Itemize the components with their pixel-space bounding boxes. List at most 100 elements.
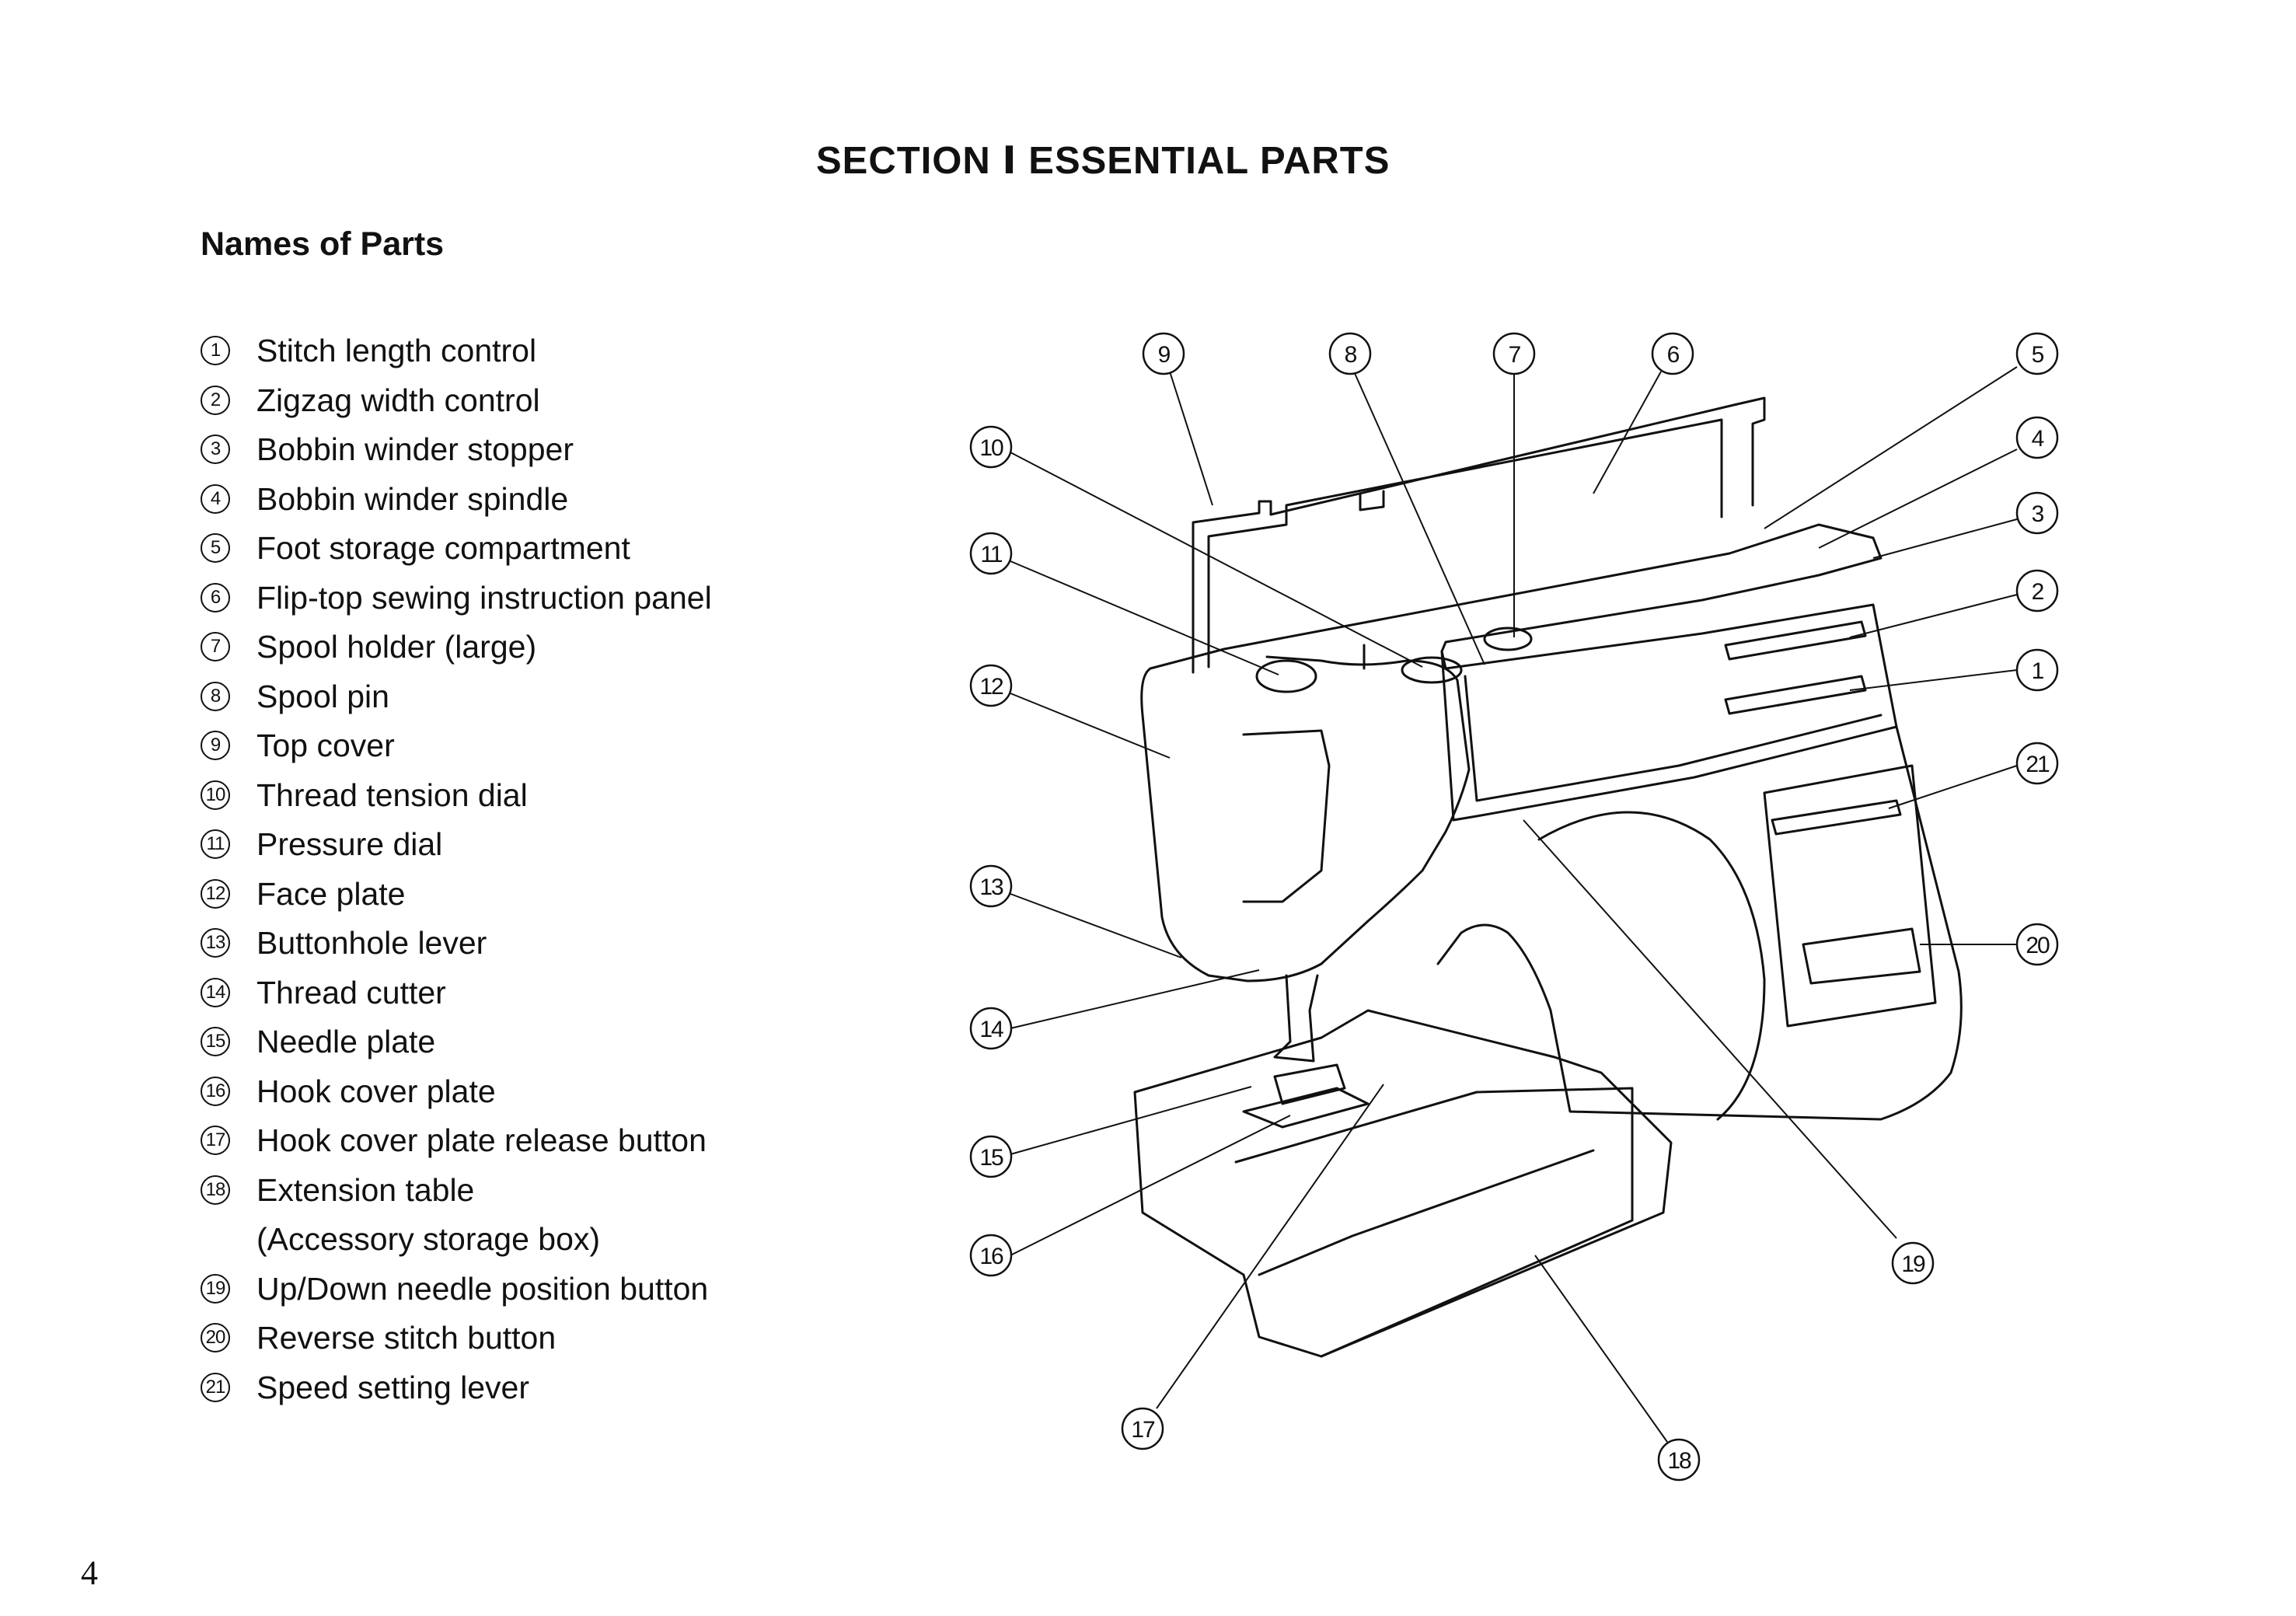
part-item-19: 19 Up/Down needle position button bbox=[201, 1265, 807, 1314]
svg-text:1: 1 bbox=[2032, 658, 2044, 684]
leader-line-15 bbox=[1010, 1086, 1252, 1155]
leader-line-4 bbox=[1818, 449, 2018, 549]
leader-line-6 bbox=[1593, 371, 1662, 494]
svg-text:12: 12 bbox=[979, 674, 1003, 700]
svg-text:3: 3 bbox=[2032, 501, 2044, 527]
part-name: Face plate bbox=[256, 875, 406, 912]
side-controls-panel bbox=[1763, 764, 1937, 1028]
part-number-badge: 14 bbox=[201, 977, 230, 1007]
machine-bed bbox=[1133, 1009, 1673, 1358]
part-item-17: 17 Hook cover plate release button bbox=[201, 1116, 807, 1166]
part-name: Extension table bbox=[256, 1171, 475, 1208]
pressure-dial bbox=[1255, 659, 1317, 693]
slider-1 bbox=[1724, 675, 1867, 715]
page-number: 4 bbox=[81, 1554, 98, 1592]
lid-tab bbox=[1359, 490, 1385, 511]
svg-text:9: 9 bbox=[1158, 342, 1171, 368]
part-name: Top cover bbox=[256, 728, 395, 763]
leader-line-13 bbox=[1010, 893, 1182, 958]
slider-3 bbox=[1771, 799, 1902, 836]
svg-text:8: 8 bbox=[1345, 342, 1357, 368]
hook-cover-plate-shape bbox=[1273, 1063, 1346, 1105]
svg-text:17: 17 bbox=[1131, 1417, 1155, 1443]
part-name: Bobbin winder stopper bbox=[256, 431, 574, 467]
part-number-badge: 3 bbox=[201, 435, 230, 464]
leader-line-1 bbox=[1849, 669, 2018, 691]
part-item-18-note: (Accessory storage box) bbox=[201, 1215, 807, 1265]
callout-15: 15 bbox=[969, 1135, 1013, 1178]
svg-text:14: 14 bbox=[979, 1017, 1003, 1042]
extension-table bbox=[1234, 1087, 1634, 1358]
part-number-badge: 19 bbox=[201, 1273, 230, 1304]
part-number-badge: 7 bbox=[201, 632, 230, 661]
svg-text:6: 6 bbox=[1667, 342, 1680, 368]
part-name: Foot storage compartment bbox=[256, 530, 630, 566]
part-number-badge: 9 bbox=[201, 731, 230, 760]
svg-text:2: 2 bbox=[2032, 579, 2044, 605]
leader-line-2 bbox=[1849, 594, 2018, 638]
svg-text:20: 20 bbox=[2026, 933, 2050, 958]
slider-2 bbox=[1724, 620, 1867, 661]
part-item-7: 7 Spool holder (large) bbox=[201, 623, 807, 672]
part-name: Spool holder (large) bbox=[256, 629, 537, 665]
leader-line-3 bbox=[1872, 518, 2018, 559]
flip-top-panel bbox=[1192, 396, 1766, 674]
extension-table-edge bbox=[1258, 1149, 1595, 1276]
svg-text:19: 19 bbox=[1901, 1251, 1925, 1277]
part-name: Up/Down needle position button bbox=[256, 1270, 709, 1307]
svg-text:10: 10 bbox=[979, 435, 1003, 461]
part-name: Pressure dial bbox=[256, 826, 443, 862]
part-number-badge: 1 bbox=[201, 336, 230, 365]
part-number-badge: 17 bbox=[201, 1126, 230, 1155]
part-item-12: 12 Face plate bbox=[201, 870, 807, 920]
callout-18: 18 bbox=[1657, 1438, 1701, 1482]
callout-13: 13 bbox=[969, 864, 1013, 908]
section-title: SECTION Ⅰ ESSENTIAL PARTS bbox=[816, 140, 1391, 182]
callout-21: 21 bbox=[2015, 742, 2059, 785]
part-number-badge: 2 bbox=[201, 385, 230, 415]
callout-8: 8 bbox=[1328, 332, 1372, 375]
leader-line-18 bbox=[1534, 1255, 1668, 1443]
callout-5: 5 bbox=[2015, 332, 2059, 375]
svg-text:13: 13 bbox=[979, 874, 1003, 900]
svg-text:5: 5 bbox=[2032, 342, 2044, 368]
leader-line-10 bbox=[1010, 452, 1423, 668]
leader-line-11 bbox=[1010, 560, 1279, 675]
part-number-badge: 4 bbox=[201, 483, 230, 514]
part-number-badge: 15 bbox=[201, 1027, 230, 1056]
part-number-badge: 5 bbox=[201, 533, 230, 563]
part-name: Buttonhole lever bbox=[256, 925, 487, 961]
part-number-badge: 12 bbox=[201, 878, 230, 909]
callout-12: 12 bbox=[969, 664, 1013, 707]
front-panel-inner bbox=[1464, 675, 1883, 802]
top-surface bbox=[1149, 523, 1883, 670]
svg-text:11: 11 bbox=[980, 542, 1002, 567]
callout-4: 4 bbox=[2015, 416, 2059, 459]
flip-top-panel-inner bbox=[1207, 418, 1723, 668]
spool-holder bbox=[1483, 627, 1533, 651]
leader-lines bbox=[1010, 366, 2018, 1443]
part-number-badge: 11 bbox=[201, 829, 230, 859]
leader-line-17 bbox=[1156, 1084, 1384, 1409]
leader-line-5 bbox=[1764, 366, 2018, 529]
part-name: Hook cover plate release button bbox=[256, 1122, 707, 1158]
face-plate-housing bbox=[1140, 655, 1471, 983]
svg-text:21: 21 bbox=[2026, 752, 2050, 777]
reverse-button-shape bbox=[1802, 927, 1921, 985]
svg-text:7: 7 bbox=[1509, 342, 1521, 368]
part-item-2: 2 Zigzag width control bbox=[201, 376, 807, 426]
part-number-badge: 18 bbox=[201, 1174, 230, 1205]
part-name: Zigzag width control bbox=[256, 382, 540, 418]
part-item-9: 9 Top cover bbox=[201, 721, 807, 771]
leader-line-21 bbox=[1888, 765, 2018, 809]
